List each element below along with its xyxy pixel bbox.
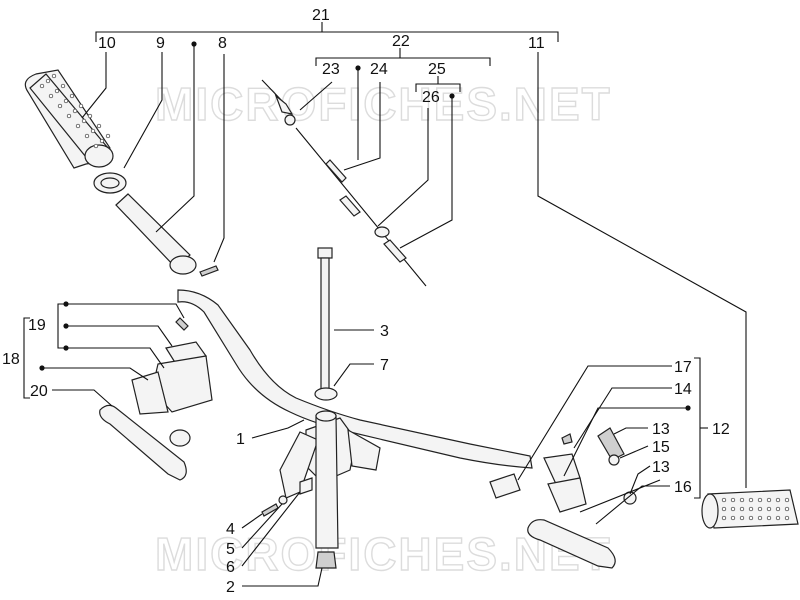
grip-texture-dot [66, 113, 72, 119]
grip-texture-dot [784, 506, 790, 512]
grip-texture-dot [105, 133, 111, 139]
callout-4: 4 [226, 521, 235, 538]
grip-texture-dot [775, 515, 781, 521]
callout-16: 16 [674, 479, 692, 496]
callout-14: 14 [674, 381, 692, 398]
handlebar-tube [177, 289, 533, 469]
left-brake-lever [99, 404, 187, 481]
callout-23: 23 [322, 61, 340, 78]
throttle-sleeve [115, 193, 191, 269]
left-grip [24, 69, 114, 169]
bolt-13 [597, 427, 625, 461]
grip-texture-dot [93, 143, 99, 149]
clip-6 [299, 477, 313, 495]
callout-22: 22 [392, 33, 410, 50]
grip-texture-dot [60, 83, 66, 89]
leader-lines [23, 22, 747, 587]
grip-texture-dot [84, 133, 90, 139]
callout-numbers: 21 10 9 8 22 11 23 24 25 26 19 18 20 3 7… [2, 7, 730, 596]
callout-9: 9 [156, 35, 165, 52]
grip-texture-dot [739, 506, 745, 512]
watermark-top: MICROFICHES.NET [155, 78, 612, 130]
grip-texture-dot [775, 506, 781, 512]
stem-top [315, 410, 337, 422]
grip-texture-dot [69, 93, 75, 99]
washer-15 [608, 454, 620, 466]
washer-7 [314, 387, 338, 401]
grip-texture-dot [48, 93, 54, 99]
callout-12: 12 [712, 421, 730, 438]
long-bolt [317, 247, 333, 391]
grip-texture-dot [784, 515, 790, 521]
washer-ring-hole [100, 177, 120, 189]
grip-texture-dot [87, 113, 93, 119]
callout-15: 15 [652, 439, 670, 456]
grip-texture-dot [784, 497, 790, 503]
right-brake-lever [527, 519, 616, 569]
grip-texture-dot [748, 515, 754, 521]
grip-texture-dot [78, 103, 84, 109]
callout-13-lower: 13 [652, 459, 670, 476]
grip-texture-dot [96, 123, 102, 129]
grip-texture-dot [730, 515, 736, 521]
callout-8-top: 8 [218, 35, 227, 52]
callout-11: 11 [528, 35, 545, 52]
grip-texture-dot [721, 497, 727, 503]
callout-26: 26 [422, 89, 440, 106]
grip-texture-dot [730, 506, 736, 512]
grip-texture-dot [721, 506, 727, 512]
grip-texture-dot [72, 108, 78, 114]
grip-texture-dot [81, 118, 87, 124]
grip-texture-dot [39, 83, 45, 89]
grip-texture-dot [757, 497, 763, 503]
grip-texture-dot [748, 506, 754, 512]
brake-master-cylinder [131, 317, 213, 447]
brake-cable [261, 79, 427, 287]
grip-texture-dot [757, 515, 763, 521]
right-grip [701, 489, 799, 529]
callout-3: 3 [380, 323, 389, 340]
steering-stem [315, 415, 339, 549]
grip-texture-dot [775, 497, 781, 503]
grip-texture-dot [766, 506, 772, 512]
callout-25: 25 [428, 61, 446, 78]
callout-10: 10 [98, 35, 116, 52]
screw-8 [199, 265, 219, 277]
grip-texture-dot [739, 515, 745, 521]
callout-1: 1 [236, 431, 245, 448]
bar-end-plug [489, 473, 521, 499]
grip-texture-dot [757, 506, 763, 512]
throttle-sleeve-end [169, 255, 197, 275]
grip-texture-dot [748, 497, 754, 503]
grip-texture-dot [721, 515, 727, 521]
grip-texture-dot [57, 103, 63, 109]
callout-13-upper: 13 [652, 421, 670, 438]
grip-texture-dot [75, 123, 81, 129]
grip-texture-dot [45, 78, 51, 84]
grip-texture-dot [51, 73, 57, 79]
callout-5: 5 [226, 541, 235, 558]
screw-4 [261, 503, 279, 517]
callout-17: 17 [674, 359, 692, 376]
grip-texture-dot [766, 515, 772, 521]
callout-19: 19 [28, 317, 46, 334]
grip-texture-dot [90, 128, 96, 134]
callout-20: 20 [30, 383, 48, 400]
callout-18: 18 [2, 351, 20, 368]
grip-texture-dot [766, 497, 772, 503]
grip-texture-dot [730, 497, 736, 503]
callout-21: 21 [312, 7, 330, 24]
callout-7: 7 [380, 357, 389, 374]
grip-texture-dot [54, 88, 60, 94]
callout-24: 24 [370, 61, 388, 78]
stem-nut [315, 551, 337, 569]
washer-5 [278, 495, 288, 505]
grip-texture-dot [99, 138, 105, 144]
callout-2: 2 [226, 579, 235, 596]
callout-6: 6 [226, 559, 235, 576]
grip-texture-dot [739, 497, 745, 503]
grip-texture-dot [63, 98, 69, 104]
